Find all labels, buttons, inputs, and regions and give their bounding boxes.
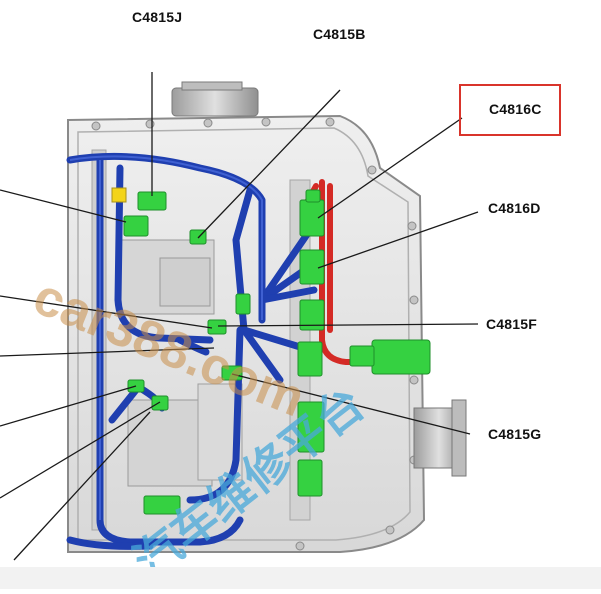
label-c4815j: C4815J bbox=[132, 9, 183, 25]
connector-c4815g bbox=[221, 365, 243, 381]
connector-c4816c bbox=[299, 199, 325, 237]
label-c4816d: C4816D bbox=[488, 200, 541, 216]
leader-lines bbox=[0, 72, 479, 561]
label-c4815b: C4815B bbox=[313, 26, 366, 42]
connector-left-upper bbox=[123, 215, 149, 237]
connector-c4816d bbox=[299, 249, 325, 285]
label-c4815f: C4815F bbox=[486, 316, 538, 332]
label-c4815g: C4815G bbox=[488, 426, 542, 442]
connector-right-low1 bbox=[297, 341, 323, 377]
highlight-box-c4816c bbox=[459, 84, 561, 136]
blue-harness bbox=[66, 152, 320, 550]
side-pipe bbox=[413, 399, 467, 477]
connector-right-mid bbox=[299, 299, 325, 331]
connector-right-low3 bbox=[297, 459, 323, 497]
label-c4816c: C4816C bbox=[489, 101, 542, 117]
connector-c4815f bbox=[207, 319, 227, 335]
connector-right-low2 bbox=[297, 401, 325, 453]
connector-bottom bbox=[143, 495, 181, 515]
connectors bbox=[123, 189, 431, 515]
connector-left-small2 bbox=[151, 395, 169, 411]
top-cylinder bbox=[171, 81, 259, 117]
connector-center bbox=[235, 293, 251, 315]
bottom-strip bbox=[0, 567, 601, 589]
connector-side-block bbox=[371, 339, 431, 375]
